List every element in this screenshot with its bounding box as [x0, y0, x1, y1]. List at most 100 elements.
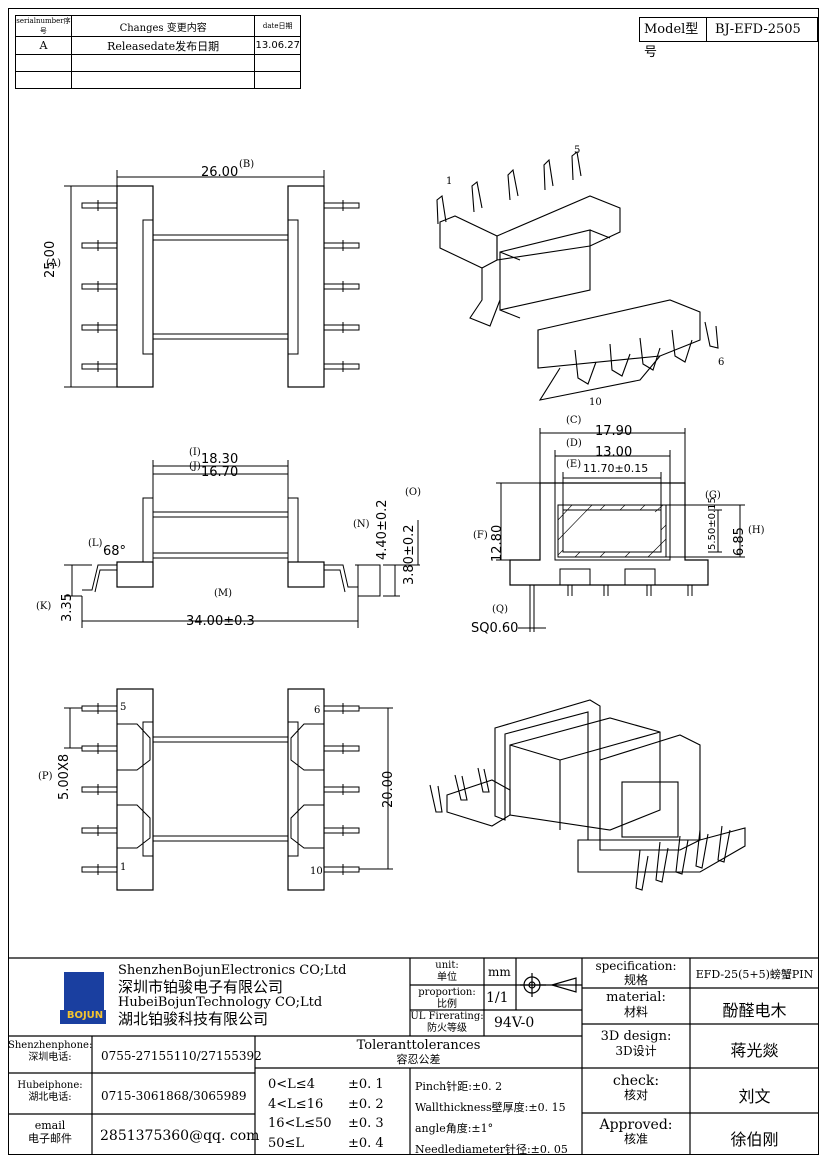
material-label-cn: 材料 — [623, 1004, 648, 1019]
iso-pin-6: 6 — [718, 357, 725, 368]
title-block-lines — [8, 957, 819, 1155]
label-a: (A) — [46, 258, 62, 269]
label-l: (L) — [88, 538, 103, 549]
iso-pin-10: 10 — [589, 397, 602, 408]
hubei-label-cn: 湖北电话: — [28, 1091, 72, 1103]
model-value: BJ-EFD-2505 — [715, 22, 801, 37]
drawing-frame — [8, 8, 819, 1155]
approved-label-cn: 核准 — [623, 1132, 648, 1147]
material-label-en: material: — [606, 990, 666, 1005]
material-label: material: 材料 — [582, 990, 690, 1020]
dim-c: 17.90 — [595, 424, 633, 439]
unit-label-cn: 单位 — [437, 971, 457, 983]
ul-label-en: UL Firerating: — [410, 1011, 484, 1022]
bottom-view — [64, 688, 393, 891]
iso-pin-5: 5 — [574, 145, 581, 156]
iso-view-top — [436, 150, 719, 401]
design-label-cn: 3D设计 — [615, 1043, 657, 1058]
dim-i: 18.30 — [201, 452, 239, 467]
hubei-label: Hubeiphone: 湖北电话: — [8, 1080, 92, 1103]
proportion-label: proportion: 比例 — [410, 987, 484, 1010]
dim-d: 13.00 — [595, 445, 633, 460]
note-item: angle角度:±1° — [415, 1122, 494, 1135]
label-m: (M) — [214, 588, 233, 599]
dim-h: 6.85 — [732, 527, 747, 556]
dim-g: 5.50±0.15 — [707, 497, 718, 550]
label-n: (N) — [353, 519, 370, 530]
unit-label-en: unit: — [435, 960, 459, 971]
front-view — [496, 428, 745, 632]
hubei-phone: 0715-3061868/3065989 — [101, 1089, 247, 1103]
company-en-2: HubeiBojunTechnology CO;Ltd — [118, 995, 323, 1011]
company-block: ShenzhenBojunElectronics CO;Ltd 深圳市铂骏电子有… — [118, 963, 346, 1028]
design-value: 蒋光燚 — [730, 1041, 779, 1060]
tolerance-values: ±0. 1 ±0. 2 ±0. 3 ±0. 4 — [348, 1075, 384, 1153]
dim-j: 16.70 — [201, 465, 239, 480]
unit-value: mm — [488, 965, 511, 979]
dim-m: 34.00±0.3 — [186, 614, 255, 629]
dim-o1: 4.40±0.2 — [375, 499, 390, 560]
spec-label: specification: 规格 — [582, 959, 690, 988]
bottom-pin-1: 1 — [120, 862, 127, 873]
ul-label-cn: 防火等级 — [427, 1022, 467, 1034]
check-label: check: 核对 — [582, 1073, 690, 1103]
unit-label: unit: 单位 — [410, 960, 484, 983]
label-q: (Q) — [492, 604, 509, 615]
hubei-label-en: Hubeiphone: — [17, 1080, 83, 1091]
approved-label-en: Approved: — [599, 1117, 673, 1133]
bottom-pin-6: 6 — [314, 705, 321, 716]
email-value: 2851375360@qq. com — [100, 1128, 260, 1144]
note-item: Needlediameter针径:±0. 05 — [415, 1143, 568, 1156]
label-j: (J) — [189, 461, 201, 472]
model-label: Model型号 — [640, 18, 707, 60]
angle: 68° — [103, 544, 127, 559]
approved-label: Approved: 核准 — [582, 1117, 690, 1147]
email-label-cn: 电子邮件 — [28, 1131, 72, 1145]
email-label-en: email — [34, 1119, 66, 1132]
dim-q: SQ0.60 — [471, 621, 519, 636]
tolerance-value: ±0. 1 — [348, 1077, 384, 1092]
email-label: email 电子邮件 — [8, 1119, 92, 1145]
note-item: Pinch针距:±0. 2 — [415, 1080, 503, 1093]
shenzhen-label-cn: 深圳电话: — [28, 1051, 72, 1063]
tolerance-notes: Pinch针距:±0. 2 Wallthickness壁厚度:±0. 15 an… — [415, 1076, 568, 1160]
tolerance-range: 0<L≤4 — [268, 1077, 315, 1092]
spec-label-en: specification: — [595, 959, 677, 973]
tolerance-value: ±0. 2 — [348, 1096, 384, 1112]
tolerance-range: 50≤L — [268, 1135, 305, 1151]
dim-f: 12.80 — [490, 524, 505, 562]
spec-label-cn: 规格 — [623, 972, 648, 987]
dim-p: 5.00X8 — [57, 753, 72, 800]
check-label-cn: 核对 — [623, 1088, 648, 1103]
label-f: (F) — [473, 530, 488, 541]
ul-label: UL Firerating: 防火等级 — [410, 1011, 484, 1034]
tolerance-ranges: 0<L≤4 4<L≤16 16<L≤50 50≤L — [268, 1075, 332, 1153]
empty-cell — [254, 71, 301, 89]
shenzhen-phone: 0755-27155110/27155392 — [101, 1049, 262, 1063]
dim-o2: 3.80±0.2 — [402, 524, 417, 585]
label-k: (K) — [36, 601, 52, 612]
proportion-label-cn: 比例 — [437, 998, 457, 1010]
ul-value: 94V-0 — [494, 1015, 535, 1031]
label-d: (D) — [566, 438, 582, 449]
company-cn-1: 深圳市铂骏电子有限公司 — [118, 977, 284, 996]
note-item: Wallthickness壁厚度:±0. 15 — [415, 1101, 566, 1114]
check-label-en: check: — [612, 1073, 660, 1089]
tolerance-range: 4<L≤16 — [268, 1096, 324, 1112]
tolerance-value: ±0. 3 — [348, 1116, 384, 1131]
dim-k: 3.35 — [60, 593, 75, 622]
tolerance-value: ±0. 4 — [348, 1135, 384, 1151]
label-g: (G) — [705, 490, 721, 501]
top-view — [64, 170, 360, 388]
empty-cell — [70, 71, 256, 89]
check-value: 刘文 — [738, 1087, 771, 1106]
label-c: (C) — [566, 415, 582, 426]
material-value: 酚醛电木 — [722, 1001, 787, 1020]
shenzhen-label-en: Shenzhenphone: — [8, 1040, 93, 1051]
proportion-value: 1/1 — [486, 990, 509, 1006]
proportion-label-en: proportion: — [418, 987, 476, 998]
label-b: (B) — [239, 159, 255, 170]
tolerance-title-cn: 容忍公差 — [396, 1052, 441, 1066]
dim-b: 26.00 — [201, 165, 239, 180]
tolerance-title-en: Toleranttolerances — [356, 1038, 481, 1053]
